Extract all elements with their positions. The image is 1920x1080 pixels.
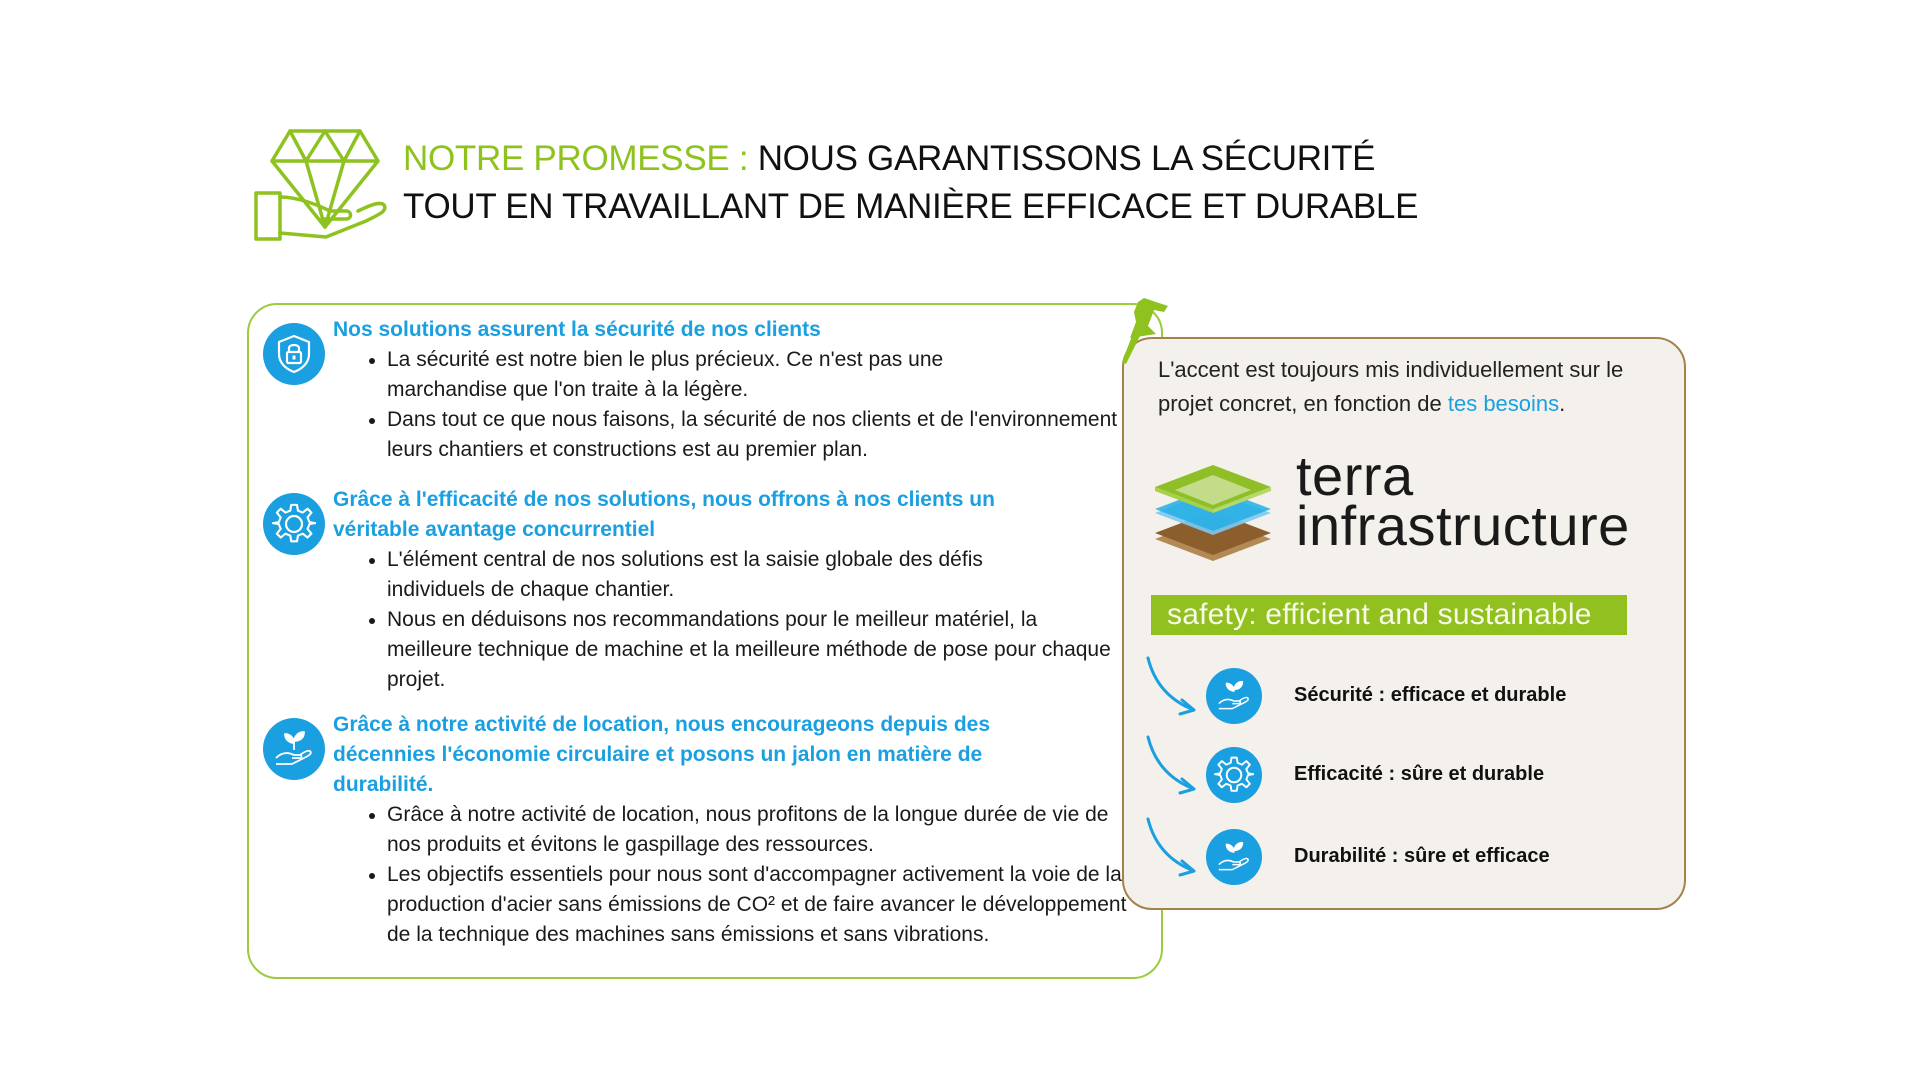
plant-in-hand-icon — [263, 718, 325, 780]
bullet-item: Les objectifs essentiels pour nous sont … — [369, 860, 1137, 950]
section-efficiency: Grâce à l'efficacité de nos solutions, n… — [263, 485, 1143, 695]
benefit-item: Durabilité : sûre et efficace — [1144, 817, 1664, 887]
curved-arrow-icon — [1146, 735, 1196, 795]
bullet-item: Nous en déduisons nos recommandations po… — [369, 605, 1127, 695]
section-security: Nos solutions assurent la sécurité de no… — [263, 315, 1146, 465]
bullet-list: Grâce à notre activité de location, nous… — [263, 800, 1143, 950]
benefit-label: Durabilité : sûre et efficace — [1294, 845, 1550, 867]
title-line1: NOUS GARANTISSONS LA SÉCURITÉ — [748, 139, 1376, 178]
intro-end: . — [1559, 391, 1566, 416]
focus-panel: L'accent est toujours mis individuelleme… — [1122, 337, 1686, 910]
header: NOTRE PROMESSE : NOUS GARANTISSONS LA SÉ… — [248, 125, 1448, 245]
logo-line1: terra — [1296, 444, 1414, 507]
promise-details-box: Nos solutions assurent la sécurité de no… — [247, 303, 1163, 979]
bullet-list: La sécurité est notre bien le plus préci… — [263, 345, 1146, 465]
section-title: Grâce à l'efficacité de nos solutions, n… — [333, 488, 995, 541]
section-sustainability: Grâce à notre activité de location, nous… — [263, 710, 1143, 950]
layers-logo-icon — [1155, 465, 1271, 561]
benefit-item: Sécurité : efficace et durable — [1144, 656, 1664, 726]
bullet-list: L'élément central de nos solutions est l… — [263, 545, 1143, 695]
gear-icon — [263, 493, 325, 555]
tagline-banner: safety: efficient and sustainable — [1151, 595, 1627, 635]
shield-lock-icon — [263, 323, 325, 385]
plant-in-hand-icon — [1206, 668, 1262, 724]
bullet-item: La sécurité est notre bien le plus préci… — [369, 345, 1027, 405]
intro-text: L'accent est toujours mis individuelleme… — [1158, 357, 1624, 416]
gear-icon — [1206, 747, 1262, 803]
panel-intro: L'accent est toujours mis individuelleme… — [1158, 353, 1678, 421]
bullet-item: Grâce à notre activité de location, nous… — [369, 800, 1137, 860]
curved-arrow-icon — [1146, 656, 1196, 716]
diamond-in-hand-icon — [254, 129, 387, 241]
section-title: Grâce à notre activité de location, nous… — [333, 713, 991, 796]
benefit-label: Sécurité : efficace et durable — [1294, 684, 1567, 706]
bullet-item: L'élément central de nos solutions est l… — [369, 545, 1067, 605]
benefit-item: Efficacité : sûre et durable — [1144, 735, 1664, 805]
pushpin-icon — [1122, 298, 1168, 364]
plant-in-hand-icon — [1206, 829, 1262, 885]
title-accent: NOTRE PROMESSE : — [403, 139, 749, 178]
page-title: NOTRE PROMESSE : NOUS GARANTISSONS LA SÉ… — [403, 135, 1418, 231]
needs-link[interactable]: tes besoins — [1447, 391, 1560, 416]
section-title: Nos solutions assurent la sécurité de no… — [333, 318, 821, 341]
bullet-item: Dans tout ce que nous faisons, la sécuri… — [369, 405, 1147, 465]
title-line2: TOUT EN TRAVAILLANT DE MANIÈRE EFFICACE … — [403, 187, 1419, 226]
logo-line2: infrastructure — [1296, 494, 1630, 557]
benefit-label: Efficacité : sûre et durable — [1294, 763, 1545, 785]
curved-arrow-icon — [1146, 817, 1196, 877]
company-logo-text: terra infrastructure — [1296, 444, 1630, 557]
